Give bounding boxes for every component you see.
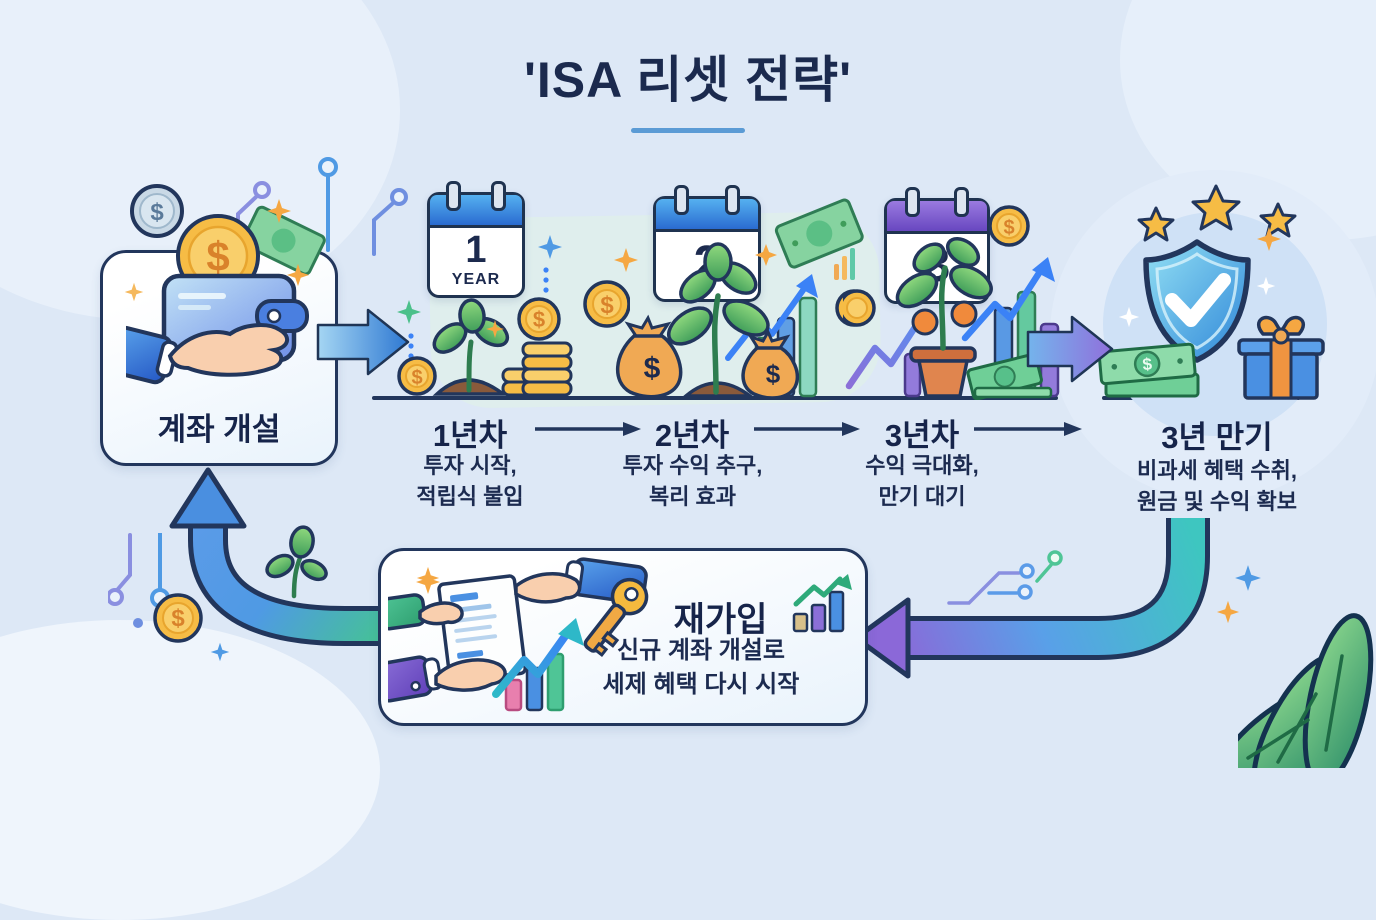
sprout-icon [265,525,328,599]
dollar-symbol: $ [533,307,545,332]
sparkle-icon [286,263,310,287]
rejoin-desc: 신규 계좌 개설로 세제 혜택 다시 시작 [553,634,849,702]
page-title: 'ISA 리셋 전략' [523,52,853,108]
year1-heading: 1년차 [432,418,508,453]
step-arrow-icon [754,422,860,436]
sparkle-icon [1235,565,1261,591]
rejoin-heading: 재가입 [673,601,768,639]
money-bag-icon: $ [741,328,800,400]
calendar-header [887,201,987,234]
calendar-ring [491,181,506,211]
wallet-hand-icon: $ [126,205,326,385]
maturity-desc-line1: 비과세 혜택 수취, [1136,458,1298,483]
banknote-stack-icon: $ [1097,342,1200,398]
circuit-lines-icon [236,157,408,256]
year2-desc-line2: 복리 효과 [648,484,737,509]
maturity-desc-line2: 원금 및 수익 확보 [1136,489,1298,514]
timeline-ground-line [372,396,1058,400]
flow-arrows [169,308,1210,679]
year3-heading: 3년차 [884,418,960,453]
dollar-symbol: $ [171,605,185,632]
sparkle-icon [755,244,777,266]
year2-desc-line1: 투자 수익 추구, [622,453,763,478]
sparkle-icon [267,199,291,223]
calendar-year1: 1 YEAR [427,181,525,298]
leaves-decoration-icon [1238,613,1374,768]
year1-desc-line1: 투자 시작, [423,453,517,478]
sparkle-icon [614,248,638,272]
rejoin-chart-icon [792,574,852,633]
calendar-header [656,199,758,232]
calendar-ring [674,185,689,215]
year1-desc-line2: 적립식 불입 [416,484,524,509]
silver-coin-icon: $ [130,184,184,238]
sparkle-icon [538,235,562,259]
step-arrow-icon [974,422,1082,436]
arrow-account-to-years [316,308,410,376]
sparkle-icon [1257,227,1281,251]
year3-desc-line2: 만기 대기 [878,484,966,509]
calendar-ring [954,187,969,217]
year3-desc: 수익 극대화, 만기 대기 [842,450,1002,512]
dollar-symbol: $ [600,292,614,319]
gift-box-icon [1237,315,1325,400]
rejoin-desc-line2: 세제 혜택 다시 시작 [602,671,800,698]
sparkle-icon [1118,306,1140,328]
sparkle-icon [1256,276,1276,296]
maturity-heading: 3년 만기 [1161,420,1273,455]
money-bag-icon: $ [615,314,683,399]
calendar-year-text: YEAR [451,271,501,288]
calendar-ring [905,187,920,217]
arrow-rejoin-to-account [169,467,382,646]
sparkle-icon [397,300,421,324]
arrow-maturity-to-rejoin [853,518,1210,679]
sparkle-icon [1216,600,1240,624]
step-arrow-icon [535,422,641,436]
gold-coin-icon: $ [153,593,203,643]
calendar-ring [446,181,461,211]
sparkle-icon [210,642,230,662]
circuit-lines-icon [947,550,1063,605]
year2-desc: 투자 수익 추구, 복리 효과 [600,450,785,512]
calendar-number: 1 [465,229,487,271]
mini-bars-icon [834,248,855,280]
dollar-symbol: $ [1003,217,1014,239]
title-underline [631,128,745,133]
dollar-symbol: $ [411,367,422,389]
year3-growth-icon: $ [843,205,1060,400]
sparkle-icon [416,566,440,590]
shield-check-icon [1143,239,1251,363]
sparkle-icon [124,282,144,302]
rejoin-illustration-icon [388,557,649,712]
arrow-years-to-maturity [1026,315,1114,383]
stars-icon [1137,184,1297,242]
sparkle-icon [486,320,504,338]
key-icon [583,577,649,658]
maturity-desc: 비과세 혜택 수취, 원금 및 수익 확보 [1086,455,1348,517]
calendar-header [430,195,522,228]
year2-heading: 2년차 [654,418,730,453]
dollar-symbol: $ [1142,354,1154,374]
rejoin-desc-line1: 신규 계좌 개설로 [617,637,785,664]
calendar-ring [725,185,740,215]
dollar-symbol: $ [150,199,164,226]
account-open-label: 계좌 개설 [157,412,281,447]
year1-growth-icon: $ $ $ [397,280,630,397]
year3-desc-line1: 수익 극대화, [865,453,979,478]
dollar-symbol: $ [766,359,781,389]
dollar-symbol: $ [206,233,229,280]
year1-desc: 투자 시작, 적립식 불입 [390,450,550,512]
dollar-symbol: $ [644,352,661,385]
year2-growth-icon: $ $ [614,198,868,400]
dotted-line-icon [543,267,549,293]
